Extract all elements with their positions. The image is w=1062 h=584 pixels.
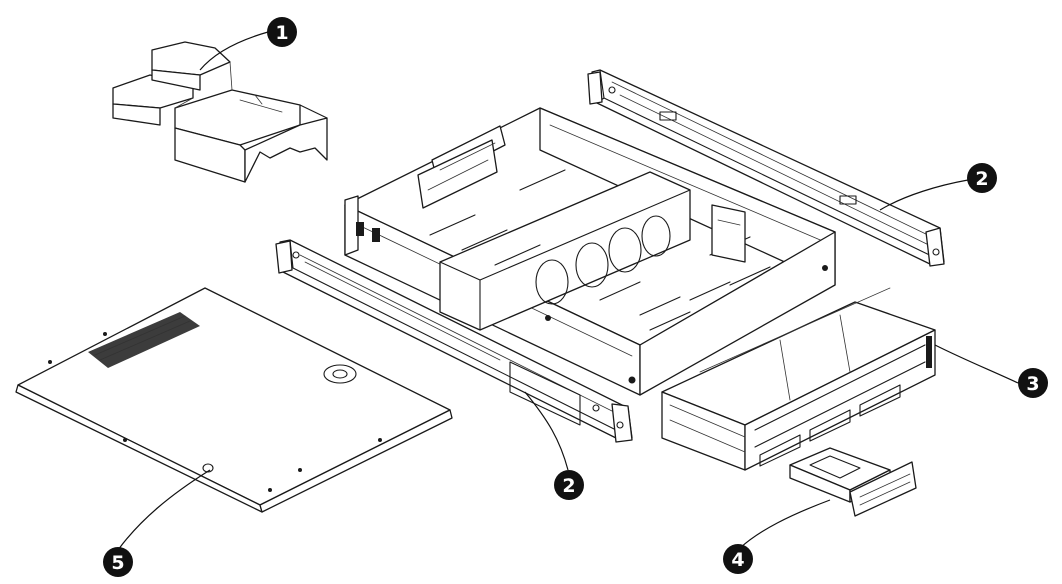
- rail-left: [275, 239, 633, 443]
- leader-lines: [117, 31, 1019, 551]
- rail-right: [587, 69, 945, 267]
- callout-4-label: 4: [731, 549, 744, 571]
- chassis: [344, 107, 836, 396]
- callout-2a: 2: [967, 163, 997, 193]
- callout-5: 5: [103, 547, 133, 577]
- callout-2b: 2: [554, 470, 584, 500]
- top-cover: [15, 287, 453, 513]
- callout-1: 1: [267, 17, 297, 47]
- callout-5-label: 5: [111, 552, 124, 574]
- callout-1-label: 1: [275, 22, 288, 44]
- air-baffle: [112, 41, 328, 183]
- callout-2b-label: 2: [562, 475, 575, 497]
- drive-cage: [661, 287, 936, 471]
- drive-carrier: [789, 447, 917, 517]
- callout-4: 4: [723, 544, 753, 574]
- callout-3: 3: [1018, 368, 1048, 398]
- callout-2a-label: 2: [975, 168, 988, 190]
- callout-3-label: 3: [1026, 373, 1039, 395]
